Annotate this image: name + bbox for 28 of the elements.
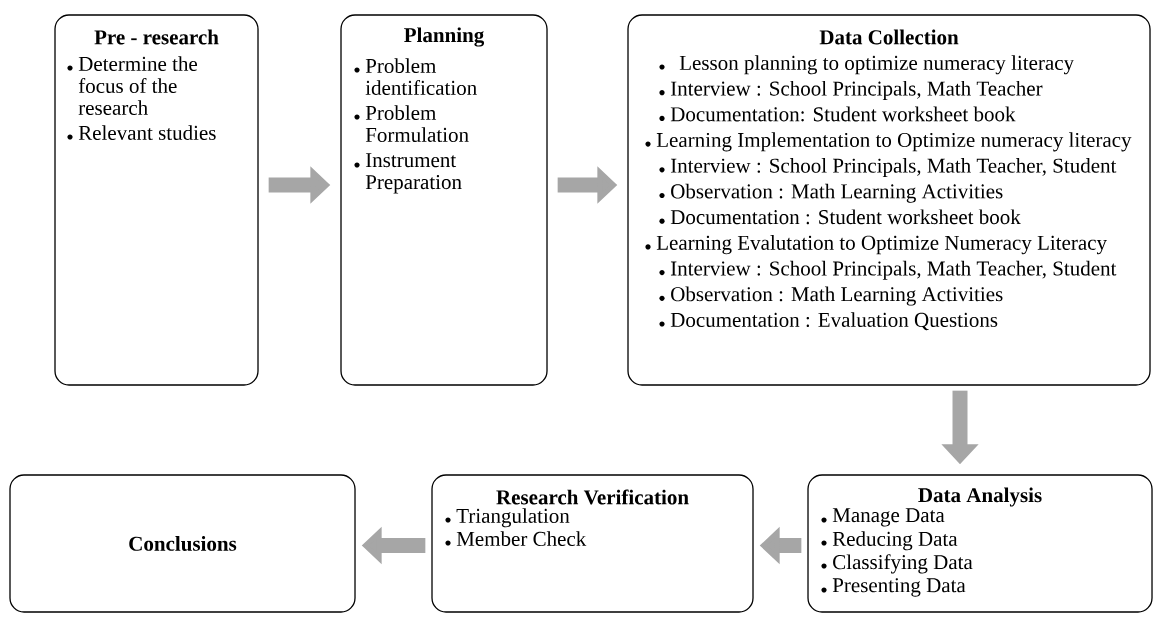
bullet-item: Interview : School Principals, Math Teacher, Student xyxy=(659,158,1117,178)
bullet-item: Interview : School Principals, Math Teacher, Student xyxy=(659,260,1117,280)
bullet-item: Documentation : Student worksheet book xyxy=(659,209,1021,225)
bullet-item: Problem identification xyxy=(354,58,477,95)
bullet-item: Problem Formulation xyxy=(354,105,469,142)
box-heading: Research Verification xyxy=(496,489,689,505)
bullet-item: Manage Data xyxy=(821,508,945,527)
box-heading: Planning xyxy=(404,27,485,47)
bullet-item: Lesson planning to optimize numeracy literacy xyxy=(659,55,1074,75)
bullet-item: Presenting Data xyxy=(821,578,966,597)
box-heading: Conclusions xyxy=(129,536,237,551)
bullet-item: Observation : Math Learning Activities xyxy=(659,286,1003,306)
bullet-item: Member Check xyxy=(445,531,587,546)
bullet-item: Classifying Data xyxy=(821,554,973,574)
bullet-item: Learning Evalutation to Optimize Numeracy Literacy xyxy=(645,235,1107,255)
bullet-item: Triangulation xyxy=(445,508,570,528)
box-heading: Data Analysis xyxy=(918,487,1042,507)
bullet-item: Instrument Preparation xyxy=(354,153,462,194)
bullet-item: Relevant studies xyxy=(67,125,216,140)
bullet-item: Learning Implementation to Optimize numeracy literacy xyxy=(645,132,1132,152)
bullet-item: Documentation: Student worksheet book xyxy=(659,106,1016,122)
bullet-item: Determine the focus of the research xyxy=(67,56,198,115)
bullet-item: Documentation : Evaluation Questions xyxy=(659,312,998,331)
bullet-item: Interview : School Principals, Math Teacher xyxy=(659,80,1043,100)
bullet-item: Reducing Data xyxy=(821,531,958,551)
box-heading: Pre - research xyxy=(94,29,219,45)
bullet-item: Observation : Math Learning Activities xyxy=(659,183,1003,203)
box-heading: Data Collection xyxy=(819,29,959,45)
